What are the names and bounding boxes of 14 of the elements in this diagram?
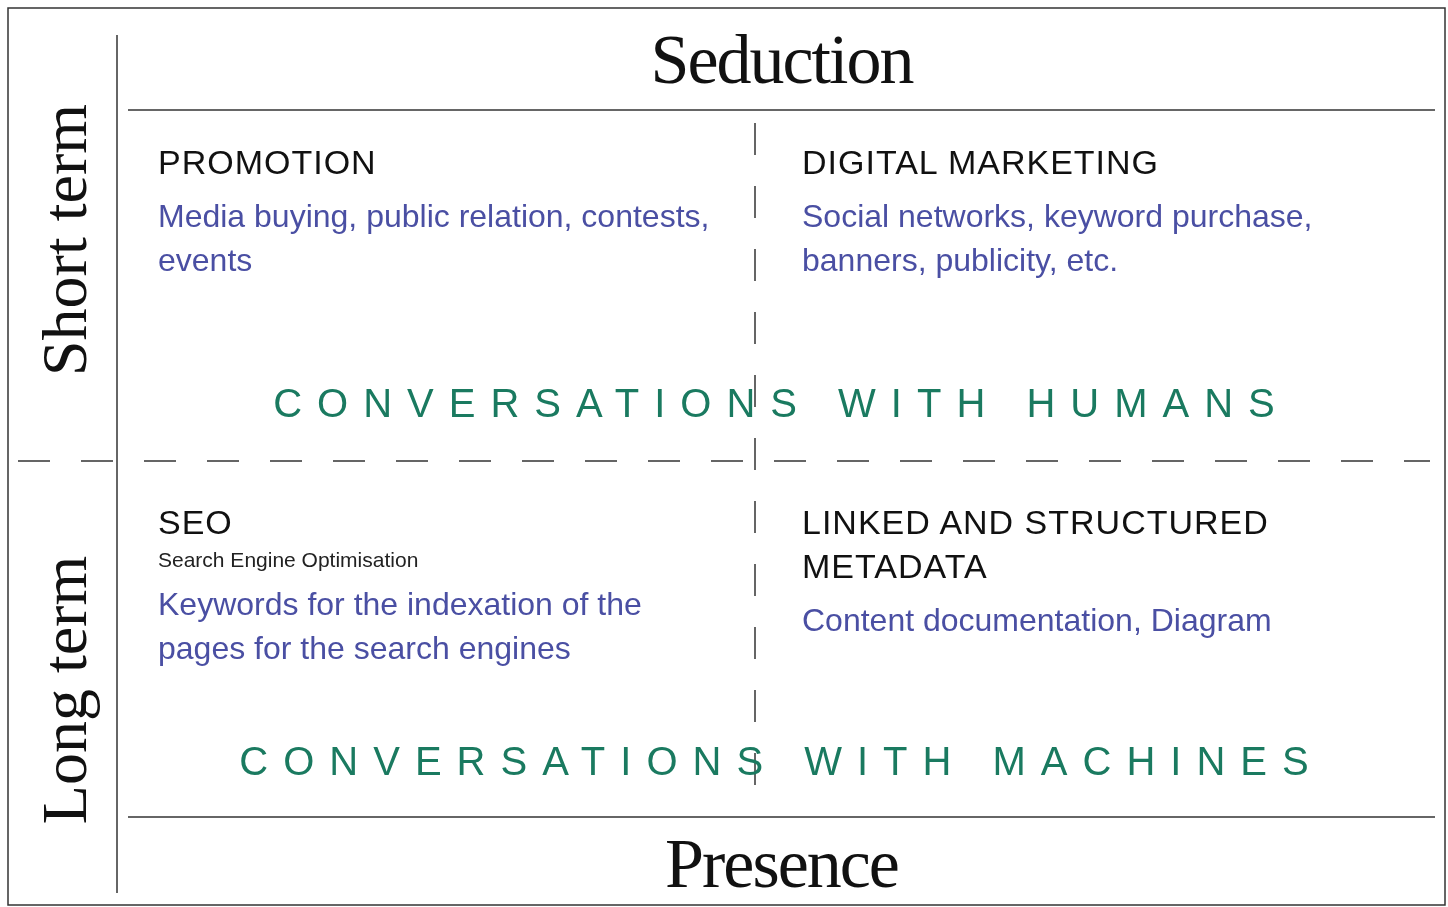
section-label: CONVERSATIONS WITH HUMANS: [272, 380, 1291, 427]
quadrant-heading: DIGITAL MARKETING: [802, 142, 1160, 183]
quadrant-heading: SEO: [158, 502, 233, 543]
quadrant-subtitle: Search Engine Optimisation: [158, 548, 419, 572]
caption: Presence: [664, 824, 899, 904]
quadrant-heading: LINKED AND STRUCTURED METADATA: [802, 502, 1270, 587]
quadrant-description: Media buying, public relation, contests, events: [158, 197, 711, 280]
axis-label: Short term: [30, 103, 100, 378]
quadrant-description: Social networks, keyword purchase, banners, publicity, etc.: [802, 197, 1314, 280]
heading: Seduction: [649, 20, 914, 100]
axis-label: Long term: [30, 554, 100, 827]
quadrant-heading: PROMOTION: [158, 142, 377, 183]
quadrant-description: Keywords for the indexation of the pages for the search engines: [158, 585, 643, 668]
quadrant-description: Content documentation, Diagram: [802, 601, 1272, 640]
